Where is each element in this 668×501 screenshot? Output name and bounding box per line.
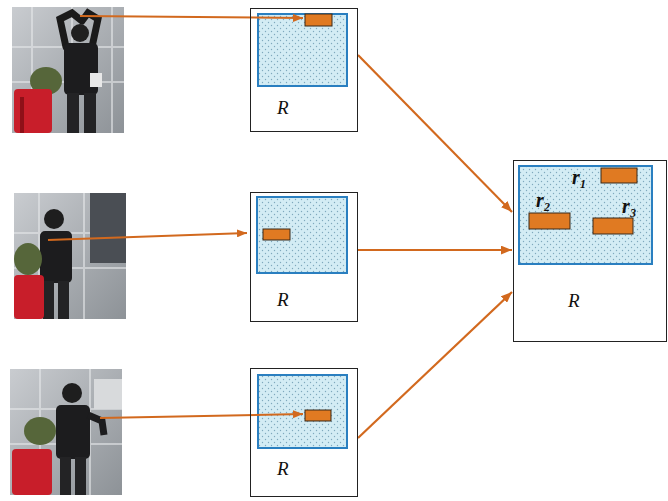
flow-arrow: [358, 292, 512, 438]
image-label: R: [277, 98, 289, 117]
image-box: r₁ r₂ r₃ R: [513, 160, 667, 342]
flow-arrow: [358, 249, 512, 251]
leader-arrow: [48, 16, 303, 418]
region-label: r₂: [536, 190, 551, 210]
region-label: r₃: [622, 196, 637, 216]
region: [257, 14, 652, 448]
flow-arrow: [358, 55, 512, 212]
target-rect: [263, 14, 637, 421]
region-label: r₁: [572, 167, 587, 187]
person-photo: [10, 369, 122, 495]
person-photo: [14, 193, 126, 319]
image-box: R: [250, 368, 358, 497]
person-photo: [12, 7, 124, 133]
image-label: R: [277, 459, 289, 478]
image-label: R: [277, 290, 289, 309]
image-label: R: [568, 291, 580, 310]
image-box: R: [250, 8, 358, 132]
image-box: R: [250, 192, 358, 322]
